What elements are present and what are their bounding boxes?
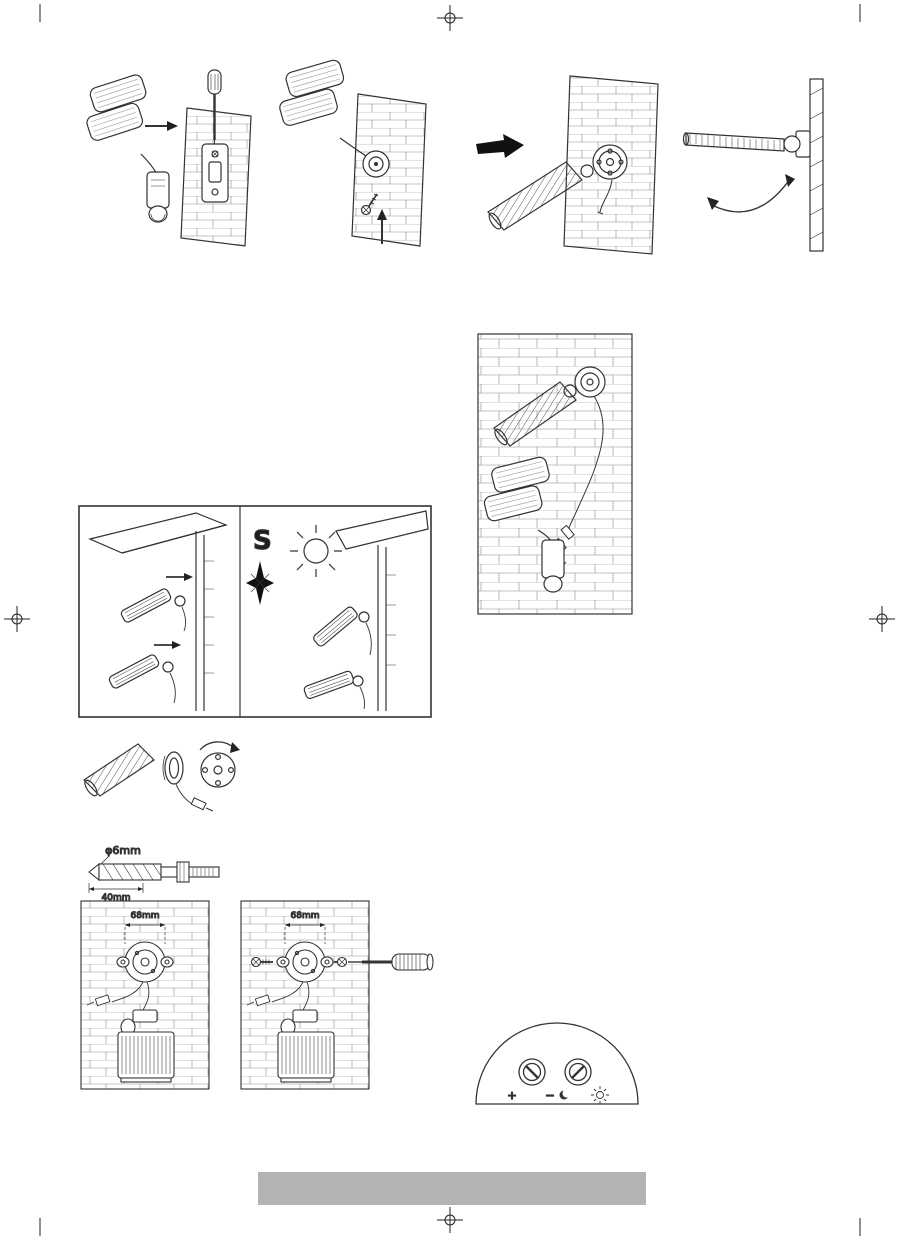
solar-panel <box>83 743 155 797</box>
arrow-right-icon <box>476 134 524 158</box>
hole-spacing-label: 68mm <box>291 911 320 921</box>
roof-right <box>335 510 429 550</box>
roof-left <box>88 512 228 554</box>
registration-target-right <box>869 606 895 632</box>
ball-joint <box>580 164 594 178</box>
arrow-up-icon <box>377 209 387 244</box>
screw-icon-right <box>334 956 348 968</box>
panel-upper-left <box>120 588 187 632</box>
fig-bracket-holes-left: 68mm <box>80 900 210 1090</box>
fig-panel-disc-exploded <box>80 728 270 816</box>
registration-target-top <box>437 5 463 31</box>
fig-orientation-south-sun: S <box>78 505 432 718</box>
wall-right <box>377 545 396 711</box>
mounting-bracket <box>276 941 334 983</box>
frame <box>78 505 432 718</box>
housing-dome <box>475 1022 639 1105</box>
fig-step2-secure-light <box>278 59 428 254</box>
hole-spacing-dimension: 68mm <box>284 910 326 944</box>
solar-panel-assembly <box>493 366 606 447</box>
sensor-floodlight-front <box>117 1009 175 1083</box>
fig-wiring-overview <box>470 330 640 620</box>
hole-spacing-label: 68mm <box>131 911 160 921</box>
fig-drill-bit-size: φ6mm <box>85 843 225 904</box>
solar-panel <box>487 161 583 231</box>
registration-target-left <box>4 606 30 632</box>
wall-disc <box>592 144 628 180</box>
wall-edge <box>809 78 824 252</box>
floodlight <box>279 59 390 178</box>
hole-spacing-dimension: 68mm <box>124 910 166 944</box>
minus-label: − <box>545 1089 554 1102</box>
panel-upper-right <box>313 606 372 656</box>
mounting-disc <box>200 752 236 788</box>
floodlight <box>483 456 565 593</box>
footer-title-bar <box>258 1172 646 1205</box>
fig-adjustment-knobs: + − <box>472 1012 642 1107</box>
registration-target-bottom <box>437 1207 463 1233</box>
crop-marks <box>39 4 861 1236</box>
fig-bracket-screws-right: 68mm <box>240 900 440 1090</box>
screwdriver-icon <box>207 69 222 144</box>
floodlight <box>86 74 170 223</box>
screwdriver-icon <box>348 953 434 971</box>
knob-left <box>518 1058 546 1086</box>
drill-diameter-label: φ6mm <box>105 844 141 857</box>
moon-icon <box>559 1089 571 1100</box>
depth-dimension: 40mm <box>88 883 144 904</box>
mount-cup <box>162 751 184 785</box>
wall-anchor <box>176 861 220 883</box>
sun-icon <box>591 1086 609 1104</box>
sensor-floodlight-front <box>277 1009 335 1083</box>
fig-step1-fix-bracket <box>85 68 255 253</box>
fig-step3-attach-solar-panel <box>470 70 670 260</box>
fig-step4-swivel-panel <box>678 75 838 255</box>
cable <box>246 981 310 1013</box>
arrow-right-icon <box>145 121 178 131</box>
mounting-bracket <box>116 941 174 983</box>
rotate-arrow-icon <box>199 741 240 753</box>
solar-panel-top-view <box>682 132 785 152</box>
screw-icon <box>360 193 379 216</box>
swivel-arrow-icon <box>707 174 795 213</box>
plus-label: + <box>507 1089 516 1102</box>
drill-depth-label: 40mm <box>102 893 131 903</box>
wall-left <box>195 531 214 711</box>
compass-star-icon <box>246 561 274 605</box>
compass-south-label: S <box>253 526 272 556</box>
panel-lower-left <box>108 654 176 704</box>
cable <box>597 179 613 215</box>
panel-lower-right <box>303 670 365 710</box>
arrow-right-icon <box>154 641 181 649</box>
drill-bit <box>88 862 178 882</box>
cable <box>175 783 214 812</box>
screw-icon-left <box>250 956 273 968</box>
arrow-right-icon <box>166 573 193 581</box>
knob-right <box>564 1058 592 1086</box>
sun-icon <box>290 525 342 577</box>
